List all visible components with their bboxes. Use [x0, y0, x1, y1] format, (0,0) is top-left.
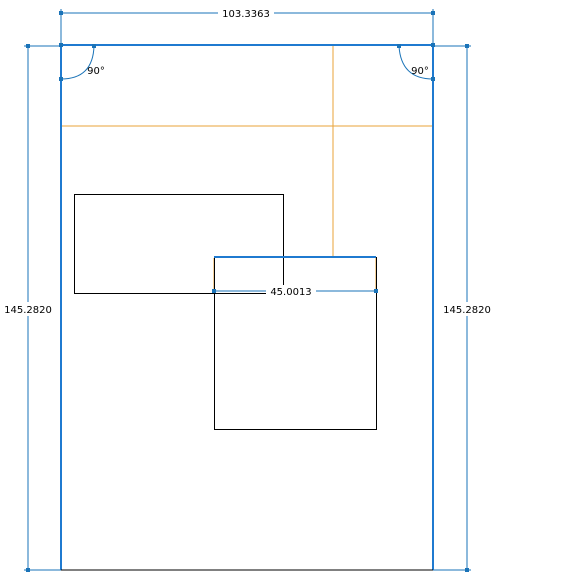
dimension-right-height-value[interactable]: 145.2820 [443, 305, 491, 316]
vertex-top-right[interactable] [431, 43, 435, 47]
dimension-inner-width[interactable]: 45.0013 [212, 285, 378, 298]
sketch-rectangle-lower[interactable] [214, 257, 377, 430]
dimension-angle-left[interactable]: 90° [59, 44, 105, 81]
vertex-top-left[interactable] [59, 43, 63, 47]
dimension-angle-right-value[interactable]: 90° [411, 66, 429, 77]
dimension-left-height-value[interactable]: 145.2820 [4, 305, 52, 316]
dimension-angle-left-value[interactable]: 90° [87, 66, 105, 77]
dimension-inner-width-value[interactable]: 45.0013 [270, 287, 311, 298]
dimension-top-width-value[interactable]: 103.3363 [222, 9, 270, 20]
dimension-angle-right[interactable]: 90° [397, 44, 435, 81]
dimension-top-width[interactable]: 103.3363 [59, 6, 435, 45]
dimension-right-height[interactable]: 145.2820 [433, 44, 493, 572]
sketch-rectangle-upper[interactable] [74, 194, 284, 294]
dimension-left-height[interactable]: 145.2820 [2, 44, 61, 572]
